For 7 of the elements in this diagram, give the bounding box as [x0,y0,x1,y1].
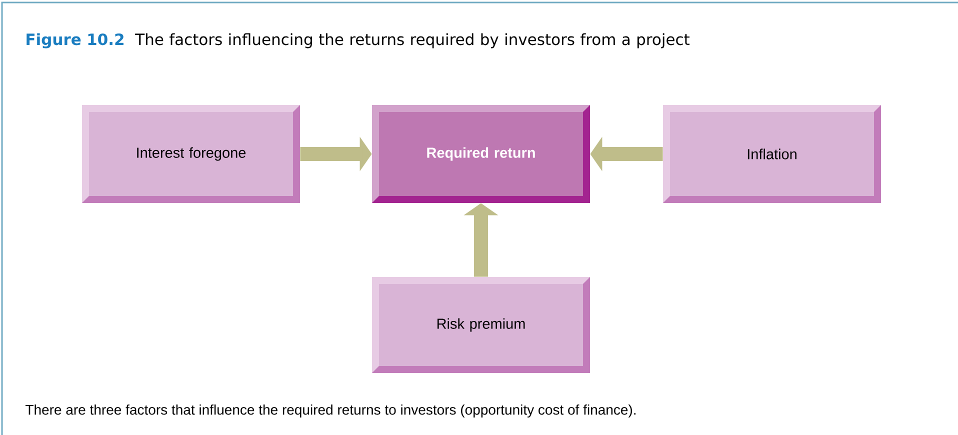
process-box: Required return [372,105,590,203]
title: The factors influencing the returns required by investors from a project [135,33,690,48]
figure-number: Figure 10.2 [26,33,124,48]
process-box: Interest foregone [82,105,300,203]
process-box: Risk premium [372,277,590,373]
process-box: Inflation [663,105,881,203]
caption: There are three factors that influence the required returns to investors (opportunity cost of finance). [26,404,636,418]
